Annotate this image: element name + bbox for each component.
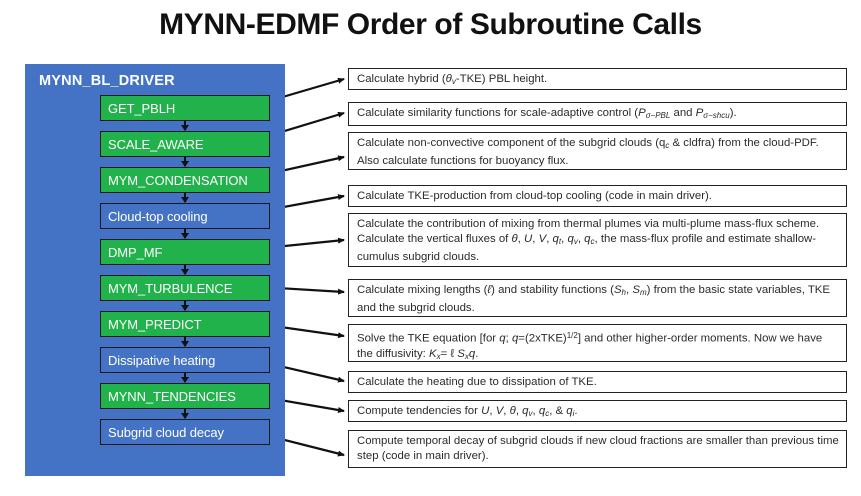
step-label: GET_PBLH: [108, 100, 176, 116]
flow-arrow: [181, 301, 189, 311]
page-title: MYNN-EDMF Order of Subroutine Calls: [159, 8, 702, 41]
step-label: Dissipative heating: [108, 352, 216, 368]
flow-arrow: [181, 373, 189, 383]
step-box-subgrid-cloud-decay[interactable]: Subgrid cloud decay: [100, 419, 270, 445]
mynn-bl-driver-panel: MYNN_BL_DRIVER GET_PBLH SCALE_AWARE MYM_…: [25, 64, 285, 476]
driver-label: MYNN_BL_DRIVER: [39, 73, 175, 89]
step-box-dissipative-heating[interactable]: Dissipative heating: [100, 347, 270, 373]
step-label: DMP_MF: [108, 244, 163, 260]
step-label: SCALE_AWARE: [108, 136, 204, 152]
flow-arrow: [181, 157, 189, 167]
step-label: MYNN_TENDENCIES: [108, 388, 236, 404]
step-label: Cloud-top cooling: [108, 208, 208, 224]
step-box-dmp-mf[interactable]: DMP_MF: [100, 239, 270, 265]
step-label: Subgrid cloud decay: [108, 424, 224, 440]
flow-arrow: [181, 337, 189, 347]
step-box-mym-turbulence[interactable]: MYM_TURBULENCE: [100, 275, 270, 301]
description-get-pblh: Calculate hybrid (θv-TKE) PBL height.: [348, 68, 847, 90]
description-scale-aware: Calculate similarity functions for scale…: [348, 102, 847, 126]
description-mym-predict: Solve the TKE equation [for q; q=(2xTKE)…: [348, 324, 847, 362]
step-label: MYM_TURBULENCE: [108, 280, 233, 296]
flow-arrow: [181, 229, 189, 239]
step-label: MYM_CONDENSATION: [108, 172, 248, 188]
description-mym-turbulence: Calculate mixing lengths (ℓ) and stabili…: [348, 279, 847, 317]
description-subgrid-cloud-decay: Compute temporal decay of subgrid clouds…: [348, 430, 847, 468]
step-box-cloud-top-cooling[interactable]: Cloud-top cooling: [100, 203, 270, 229]
flow-arrow: [181, 265, 189, 275]
description-mynn-tendencies: Compute tendencies for U, V, θ, qv, qc, …: [348, 400, 847, 422]
step-label: MYM_PREDICT: [108, 316, 202, 332]
step-box-mynn-tendencies[interactable]: MYNN_TENDENCIES: [100, 383, 270, 409]
step-box-get-pblh[interactable]: GET_PBLH: [100, 95, 270, 121]
description-cloud-top-cooling: Calculate TKE-production from cloud-top …: [348, 185, 847, 207]
flow-arrow: [181, 193, 189, 203]
step-box-mym-predict[interactable]: MYM_PREDICT: [100, 311, 270, 337]
step-box-scale-aware[interactable]: SCALE_AWARE: [100, 131, 270, 157]
description-dmp-mf: Calculate the contribution of mixing fro…: [348, 213, 847, 267]
description-dissipative-heating: Calculate the heating due to dissipation…: [348, 371, 847, 393]
step-box-mym-condensation[interactable]: MYM_CONDENSATION: [100, 167, 270, 193]
description-mym-condensation: Calculate non-convective component of th…: [348, 132, 847, 170]
flow-arrow: [181, 409, 189, 419]
flow-arrow: [181, 121, 189, 131]
